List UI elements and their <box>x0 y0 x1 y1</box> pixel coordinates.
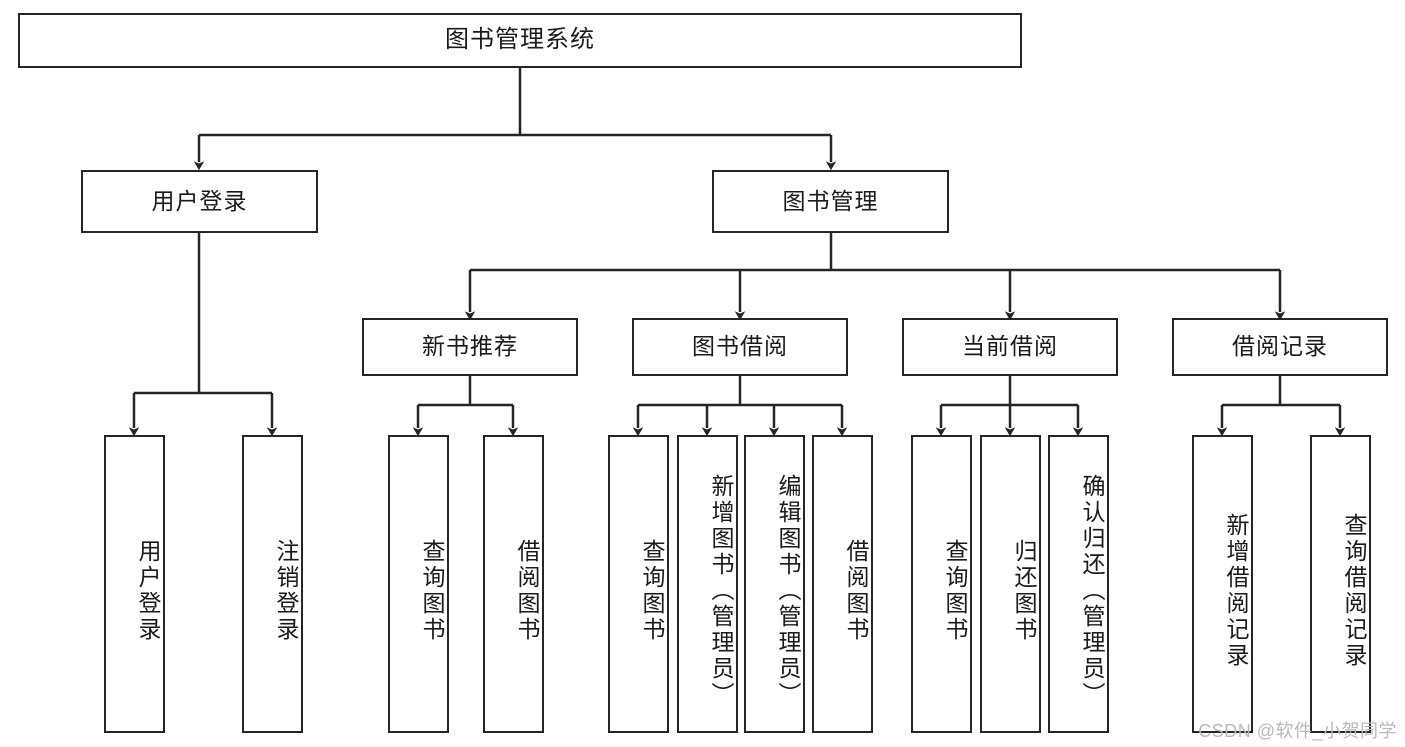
node-book-borrow-label: 图书借阅 <box>692 333 788 360</box>
leaf-borrow-book-2[interactable]: 借阅图书 <box>812 435 873 733</box>
leaf-query-book-1-label: 查询图书 <box>419 539 445 643</box>
leaf-edit-book-label: 编辑图书（管理员） <box>775 474 801 708</box>
leaf-borrow-book-1-label: 借阅图书 <box>514 539 540 643</box>
node-root[interactable]: 图书管理系统 <box>18 13 1022 68</box>
leaf-query-book-2[interactable]: 查询图书 <box>608 435 669 733</box>
node-new-book-rec[interactable]: 新书推荐 <box>362 318 578 376</box>
leaf-add-book-label: 新增图书（管理员） <box>708 474 734 708</box>
leaf-user-login-label: 用户登录 <box>135 539 161 643</box>
leaf-confirm-return[interactable]: 确认归还（管理员） <box>1048 435 1109 733</box>
leaf-borrow-book-2-label: 借阅图书 <box>843 539 869 643</box>
leaf-add-book[interactable]: 新增图书（管理员） <box>677 435 738 733</box>
node-current-borrow-label: 当前借阅 <box>962 333 1058 360</box>
leaf-borrow-book-1[interactable]: 借阅图书 <box>483 435 544 733</box>
leaf-return-book[interactable]: 归还图书 <box>980 435 1041 733</box>
leaf-user-logout[interactable]: 注销登录 <box>242 435 303 733</box>
node-book-manage[interactable]: 图书管理 <box>712 170 949 233</box>
node-root-label: 图书管理系统 <box>445 26 595 54</box>
leaf-add-record-label: 新增借阅记录 <box>1223 513 1249 669</box>
node-current-borrow[interactable]: 当前借阅 <box>902 318 1118 376</box>
leaf-query-book-3[interactable]: 查询图书 <box>911 435 972 733</box>
leaf-confirm-return-label: 确认归还（管理员） <box>1079 474 1105 708</box>
leaf-user-logout-label: 注销登录 <box>273 539 299 643</box>
leaf-query-record-label: 查询借阅记录 <box>1341 513 1367 669</box>
node-borrow-record-label: 借阅记录 <box>1232 333 1328 360</box>
leaf-query-book-1[interactable]: 查询图书 <box>388 435 449 733</box>
node-user-login-label: 用户登录 <box>151 187 248 214</box>
leaf-return-book-label: 归还图书 <box>1011 539 1037 643</box>
node-user-login[interactable]: 用户登录 <box>81 170 318 233</box>
csdn-watermark: CSDN @软件_小贺同学 <box>1198 721 1397 741</box>
node-book-borrow[interactable]: 图书借阅 <box>632 318 848 376</box>
leaf-query-book-2-label: 查询图书 <box>639 539 665 643</box>
leaf-add-record[interactable]: 新增借阅记录 <box>1192 435 1253 733</box>
node-borrow-record[interactable]: 借阅记录 <box>1172 318 1388 376</box>
leaf-user-login[interactable]: 用户登录 <box>104 435 165 733</box>
node-new-book-rec-label: 新书推荐 <box>422 333 518 360</box>
leaf-query-book-3-label: 查询图书 <box>942 539 968 643</box>
leaf-query-record[interactable]: 查询借阅记录 <box>1310 435 1371 733</box>
node-book-manage-label: 图书管理 <box>782 187 879 214</box>
leaf-edit-book[interactable]: 编辑图书（管理员） <box>744 435 805 733</box>
